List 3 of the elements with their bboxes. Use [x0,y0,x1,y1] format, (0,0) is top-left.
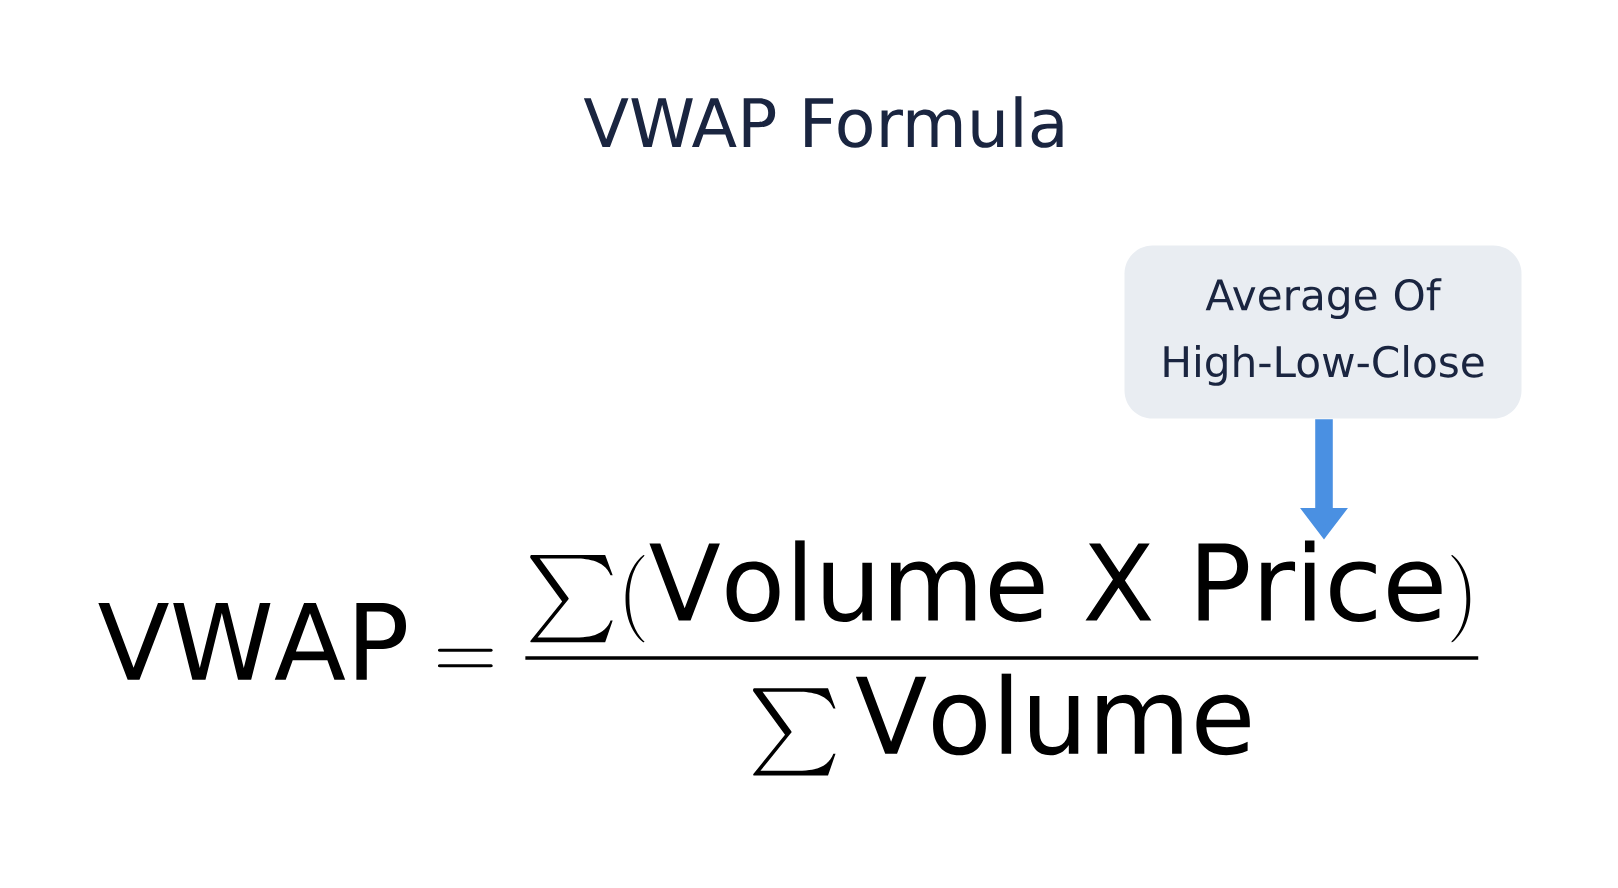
title: VWAP Formula [583,96,1063,148]
callout-box: Average Of High-Low-Close [1124,245,1522,419]
formula: $\mathrm{VWAP} = \frac{\sum (\mathrm{Volume\ X\ Price})}{\sum \mathrm{Volume}}$ [98,540,1479,776]
